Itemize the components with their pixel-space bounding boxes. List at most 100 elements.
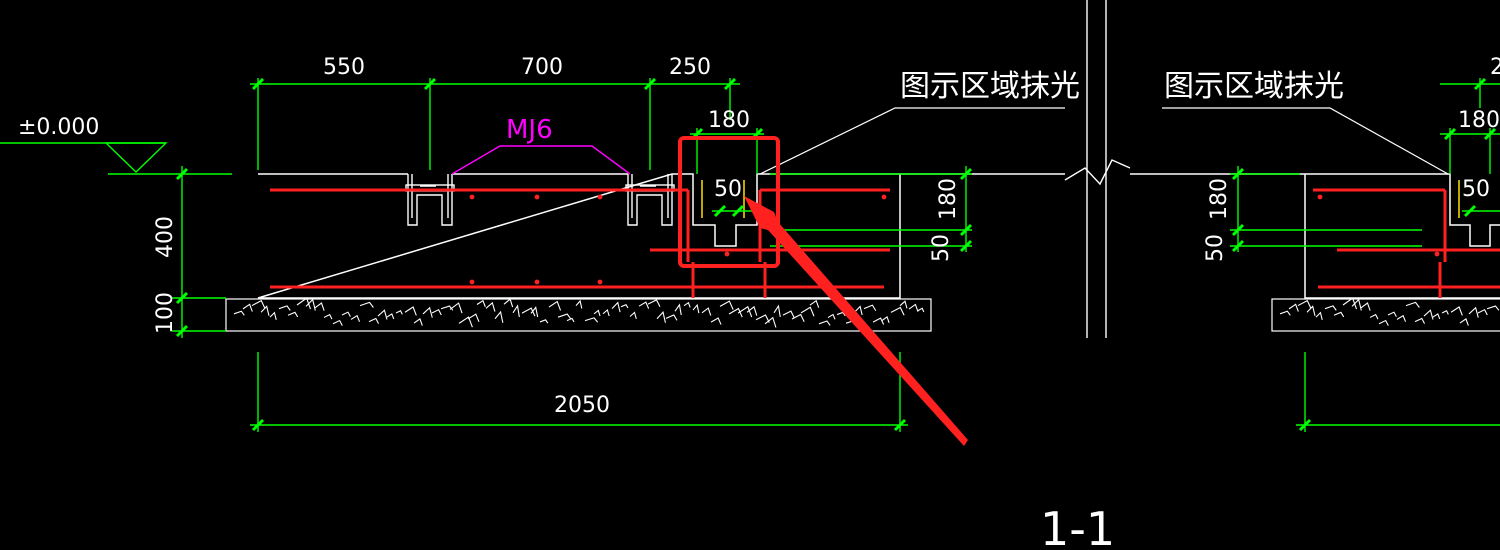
dim-label-250: 250 xyxy=(669,55,711,80)
rebar-dot xyxy=(597,279,603,285)
dim-label-50-right: 50 xyxy=(929,234,954,262)
rebar-dots xyxy=(469,194,1440,285)
cushion-layer xyxy=(225,297,1500,332)
cushion-aggregate xyxy=(755,314,770,323)
dimension-tick xyxy=(1231,223,1245,237)
highlight-annotation xyxy=(678,136,968,446)
cushion-aggregate xyxy=(467,313,480,323)
cushion-aggregate xyxy=(800,306,815,317)
cushion-aggregate xyxy=(458,316,473,328)
cushion-aggregate xyxy=(647,299,661,307)
dimension-tick xyxy=(175,291,189,305)
cushion-aggregate xyxy=(575,299,583,309)
callout-leaders xyxy=(759,107,1449,175)
cushion-aggregate xyxy=(422,306,433,318)
break-line xyxy=(1064,0,1131,338)
cushion-aggregate xyxy=(620,304,629,309)
dimension-tick xyxy=(959,239,973,253)
dimension-tick xyxy=(643,77,657,91)
elevation-triangle xyxy=(104,142,168,173)
dimension-tick xyxy=(251,418,265,432)
dimension-tick xyxy=(1483,127,1497,141)
cushion-aggregate xyxy=(1360,302,1371,311)
dimension-tick xyxy=(1463,204,1477,218)
cushion-aggregate xyxy=(1333,311,1345,318)
rebar-dot xyxy=(881,194,887,200)
cushion-aggregate xyxy=(1486,305,1500,311)
cushion-aggregate xyxy=(449,302,463,314)
cushion-aggregate xyxy=(737,305,753,318)
cushion-aggregate xyxy=(791,313,805,322)
cushion-aggregate xyxy=(1441,310,1449,315)
cushion-aggregate xyxy=(602,309,610,317)
dimension-tick xyxy=(423,77,437,91)
break-zigzag xyxy=(1064,159,1131,186)
cushion-aggregate xyxy=(1477,308,1488,316)
cushion-aggregate xyxy=(512,304,520,318)
dimension-tick xyxy=(731,204,745,218)
cushion-aggregate xyxy=(629,311,637,320)
cushion-left xyxy=(225,298,932,332)
cushion-aggregate xyxy=(566,317,575,323)
dimension-ticks xyxy=(175,77,1497,432)
dim-label-180-right: 180 xyxy=(936,178,961,220)
cushion-aggregate xyxy=(611,301,621,313)
cushion-aggregate xyxy=(854,305,863,316)
r-dim-label-180: 180 xyxy=(1458,108,1500,133)
cushion-aggregate xyxy=(899,300,908,309)
cushion-aggregate xyxy=(332,319,343,326)
dimension-tick xyxy=(1443,127,1457,141)
cushion-aggregate xyxy=(872,317,885,325)
dim-label-50-inner: 50 xyxy=(714,177,742,202)
cushion-aggregate xyxy=(359,301,374,308)
cushion-aggregate xyxy=(818,320,831,326)
dimension-tick xyxy=(1298,418,1312,432)
cushion-aggregate xyxy=(701,307,712,316)
r-dim-label-top-partial: 2 xyxy=(1490,55,1500,80)
cushion-aggregate xyxy=(719,300,734,310)
cushion-aggregate xyxy=(431,308,442,316)
cushion-aggregate xyxy=(494,310,504,323)
cushion-aggregate xyxy=(890,306,905,316)
cushion-aggregate xyxy=(746,305,758,316)
dimension-tick xyxy=(1231,167,1245,181)
cushion-aggregate xyxy=(386,313,395,320)
cushion-aggregate xyxy=(1297,299,1312,309)
dim-label-100: 100 xyxy=(153,292,178,334)
rebar-dot xyxy=(469,194,475,200)
callout-leader-left xyxy=(759,107,1065,175)
cushion-aggregate xyxy=(638,301,650,309)
cushion-aggregate xyxy=(1315,311,1323,320)
right-section-outline xyxy=(1304,173,1500,299)
cushion-aggregate xyxy=(404,306,417,316)
r-dim-label-50: 50 xyxy=(1462,177,1490,202)
dimension-tick xyxy=(959,223,973,237)
cushion-aggregate xyxy=(1342,297,1358,310)
cushion-aggregate xyxy=(1396,314,1407,322)
cushion-aggregate xyxy=(233,310,245,316)
cushion-right xyxy=(1271,298,1500,332)
callout-leader-right xyxy=(1162,107,1449,175)
cushion-aggregate xyxy=(251,299,266,309)
cushion-aggregate xyxy=(1279,310,1291,316)
cushion-aggregate xyxy=(341,311,351,317)
cushion-aggregate xyxy=(314,302,325,311)
cushion-aggregate xyxy=(296,297,312,310)
dim-label-700: 700 xyxy=(521,55,563,80)
dimension-tick xyxy=(723,77,737,91)
cushion-aggregate xyxy=(1378,319,1389,326)
cushion-aggregate xyxy=(692,303,700,314)
r-dim-label-50-left: 50 xyxy=(1203,234,1228,262)
cushion-aggregate xyxy=(485,301,496,312)
dimension-tick xyxy=(1473,77,1487,91)
cushion-aggregate xyxy=(1324,305,1337,311)
dimension-tick xyxy=(175,324,189,338)
cushion-aggregate xyxy=(863,304,877,312)
r-dim-label-180-left: 180 xyxy=(1207,178,1232,220)
rebar-dot xyxy=(534,279,540,285)
cushion-aggregate xyxy=(503,298,514,308)
cushion-aggregate xyxy=(521,307,536,317)
cushion-aggregate xyxy=(539,319,549,324)
cushion-aggregate xyxy=(665,314,678,321)
